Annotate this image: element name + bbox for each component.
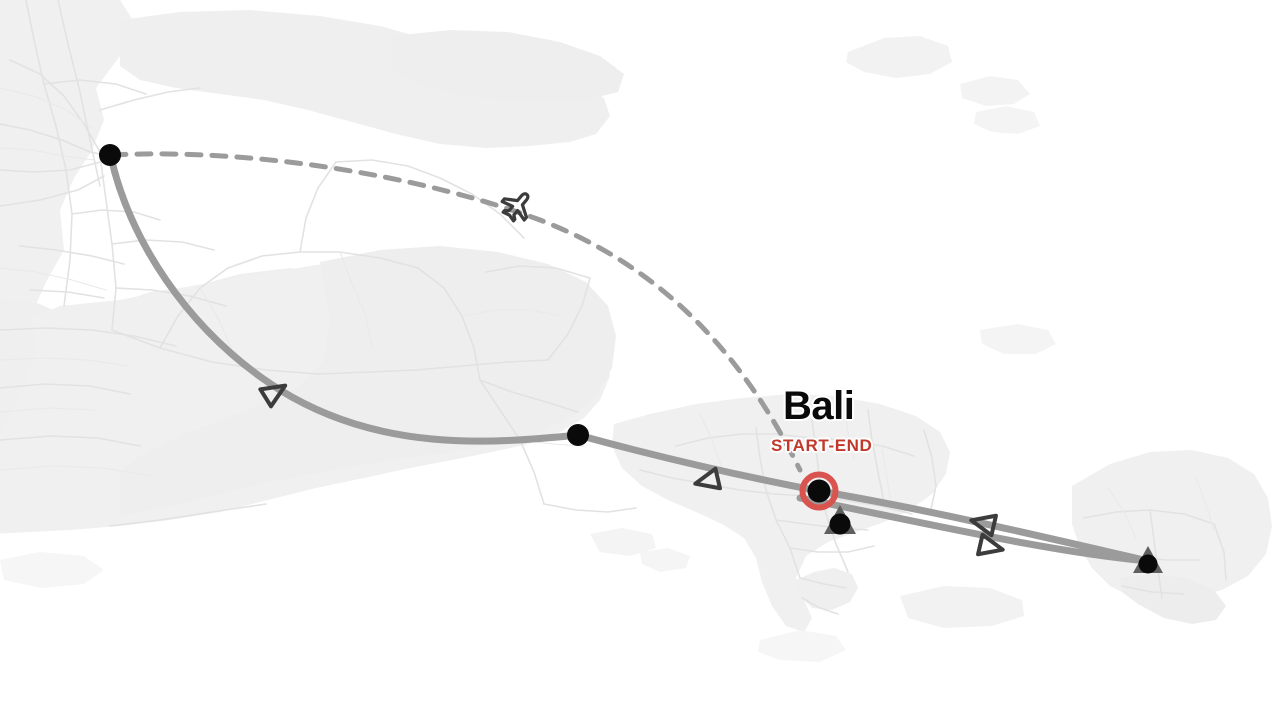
direction-arrow-3 xyxy=(969,513,998,538)
route-ground-central xyxy=(574,431,823,495)
land-bali-peninsula xyxy=(796,568,858,610)
land-java-central xyxy=(120,246,616,516)
volcano-bali[interactable] xyxy=(824,505,856,535)
land-islet-nw xyxy=(846,36,952,78)
land-islet-nukus xyxy=(980,324,1056,354)
land-java-west xyxy=(0,0,138,432)
land-islet-penida xyxy=(900,586,1024,628)
land-islet-n3 xyxy=(974,106,1040,134)
route-flight-dashed xyxy=(109,151,803,473)
land-islet-bali-shadow xyxy=(758,630,846,662)
land-islet-south2 xyxy=(640,548,690,572)
direction-arrow-layer xyxy=(258,383,1005,557)
marker-layer[interactable] xyxy=(99,144,1163,574)
landmass-layer xyxy=(0,0,1272,662)
direction-arrow-4 xyxy=(976,532,1005,557)
land-north-shelf xyxy=(120,10,610,148)
land-lombok xyxy=(1072,450,1272,602)
land-islet-sw xyxy=(0,552,104,588)
start-end-marker[interactable] xyxy=(799,471,839,511)
waypoint-central[interactable] xyxy=(567,424,589,446)
land-madura xyxy=(392,30,624,102)
land-islet-n2 xyxy=(960,76,1030,106)
airplane-icon xyxy=(500,192,530,223)
volcano-lombok[interactable] xyxy=(1133,546,1163,574)
waypoint-northwest[interactable] xyxy=(99,144,121,166)
direction-arrow-2 xyxy=(693,466,722,491)
land-bali xyxy=(612,394,950,632)
land-lombok-south xyxy=(1120,574,1226,624)
land-islet-south1 xyxy=(590,528,656,556)
direction-arrow-1 xyxy=(258,383,288,409)
route-ground-east-outbound xyxy=(815,487,1152,565)
